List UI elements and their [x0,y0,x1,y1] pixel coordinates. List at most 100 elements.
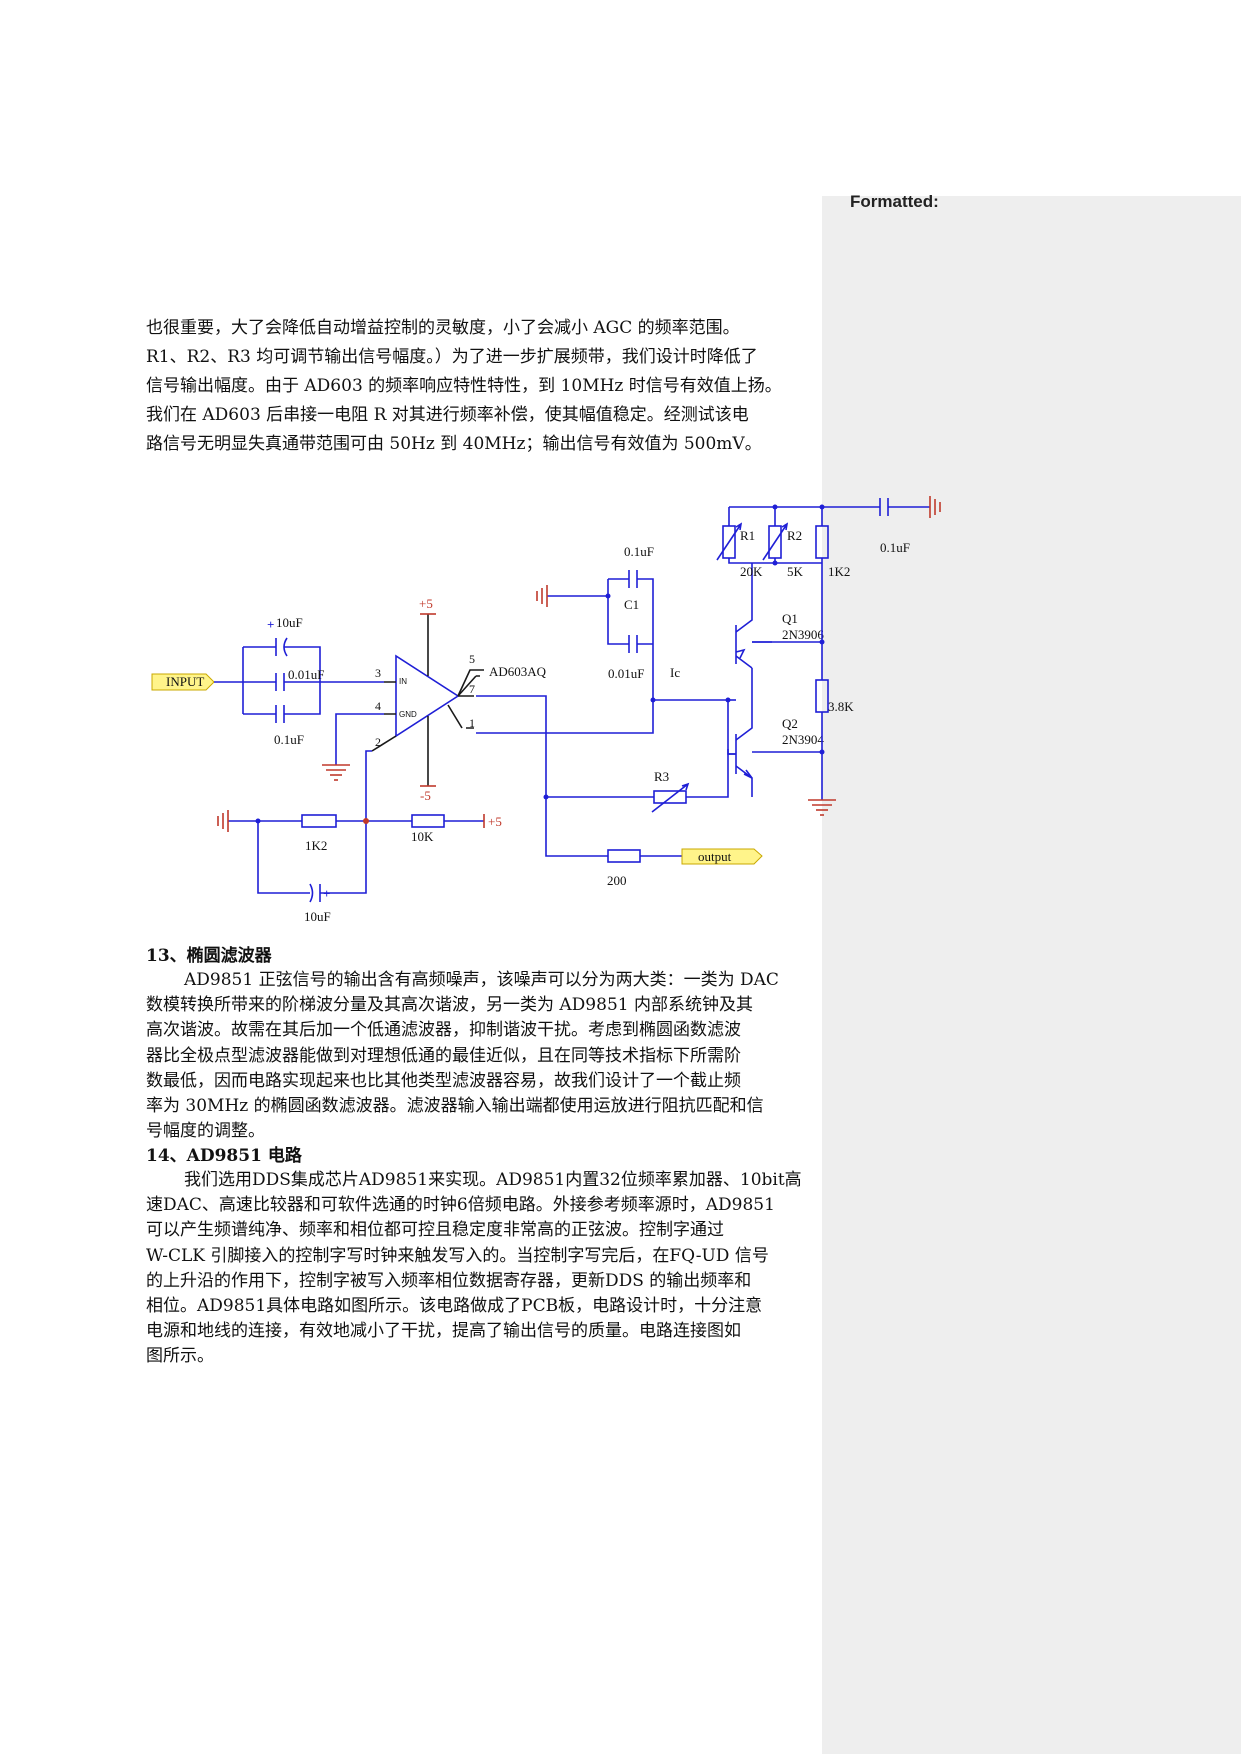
supply-neg-label: -5 [420,788,431,803]
ground-symbol-feedback [217,810,229,832]
q2-name: Q2 [782,716,798,731]
opamp-name: AD603AQ [489,664,547,679]
input-flag [151,673,215,691]
pin1-wires [476,699,728,734]
r-200-label: 200 [607,873,627,888]
pin-4: 4 [375,699,381,713]
resistor-r1 [722,525,736,559]
r2-value: 5K [787,564,804,579]
pin-5: 5 [469,652,475,666]
text-line: 号幅度的调整。 [146,1121,265,1142]
text-line: 我们在 AD603 后串接一电阻 R 对其进行频率补偿，使其幅值稳定。经测试该电 [146,405,749,425]
capacitors-c1 [628,570,638,653]
pin-1: 1 [469,716,475,730]
ground-symbol-right [929,496,941,518]
pin7-output-wires [476,695,682,857]
ground-symbol-q2 [808,799,836,816]
transistor-q1 [728,563,772,701]
junction [819,639,825,645]
junction [772,504,778,510]
resistor-10k [411,814,445,828]
pin-3: 3 [375,666,381,680]
output-flag [681,848,763,865]
text-line: 图所示。 [146,1346,214,1367]
r2-name: R2 [787,528,802,543]
text-line: AD9851 正弦信号的输出含有高频噪声，该噪声可以分为两大类：一类为 DAC [184,970,779,990]
section-13-body: AD9851 正弦信号的输出含有高频噪声，该噪声可以分为两大类：一类为 DAC … [146,968,811,1144]
ground-symbol-left [322,764,350,781]
cap-10uF-label: 10uF [276,615,303,630]
plus-marker: + [267,617,274,632]
junction [772,560,778,566]
resistor-1k2-bottom [301,814,337,828]
input-flag-label: INPUT [166,674,204,689]
junction [819,749,825,755]
cap-10uF-bottom [309,883,321,903]
section-14-title: 14、AD9851 电路 [146,1146,302,1166]
junction [605,593,611,599]
r-10k-label: 10K [411,829,434,844]
text-line: 信号输出幅度。由于 AD603 的频率响应特性特性，到 10MHz 时信号有效值… [146,376,782,396]
comment-pane [822,196,1241,1754]
pin-2: 2 [375,735,381,749]
text-line: 可以产生频谱纯净、频率和相位都可控且稳定度非常高的正弦波。控制字通过 [146,1220,724,1241]
r2-adjust-arrow [762,522,789,561]
plus-marker: + [323,886,330,901]
pin4-ground-wire [335,713,384,765]
text-line: 的上升沿的作用下，控制字被写入频率相位数据寄存器，更新DDS 的输出频率和 [146,1270,752,1291]
cap-001uF-label: 0.01uF [288,667,324,682]
supply-pos-label: +5 [419,596,433,611]
junction [255,818,261,824]
text-line: 率为 30MHz 的椭圆函数滤波器。滤波器输入输出端都使用运放进行阻抗匹配和信 [146,1096,764,1117]
resistor-r3 [653,790,687,804]
cap-01uF-label: 0.1uF [274,732,304,747]
c1-bottom-value: 0.01uF [608,666,644,681]
text-line: 电源和地线的连接，有效地减小了干扰，提高了输出信号的质量。电路连接图如 [146,1321,741,1342]
input-capacitors [275,637,288,723]
junction [363,818,369,824]
section-14-body: 我们选用DDS集成芯片AD9851来实现。AD9851内置32位频率累加器、10… [146,1168,811,1370]
text-line: 高次谐波。故需在其后加一个低通滤波器，抑制谐波干扰。考虑到椭圆函数滤波 [146,1020,741,1041]
r3-wires [546,749,729,798]
text-line: 数模转换所带来的阶梯波分量及其高次谐波，另一类为 AD9851 内部系统钟及其 [146,995,753,1016]
c1-name: C1 [624,597,639,612]
r-1k2-bottom-label: 1K2 [305,838,327,853]
cap-output [879,498,889,516]
section-13-title: 13、椭圆滤波器 [146,946,272,966]
opamp-pins [371,614,480,786]
r1-adjust-arrow [716,522,743,561]
r3-adjust-arrow [651,782,690,813]
text-line: W-CLK 引脚接入的控制字写时钟来触发写入的。当控制字写完后，在FQ-UD 信… [146,1245,769,1266]
text-line: R1、R2、R3 均可调节输出信号幅度。）为了进一步扩展频带，我们设计时降低了 [146,347,758,367]
ground-symbol-c1 [536,585,548,607]
q1-name: Q1 [782,611,798,626]
opamp-symbol [395,654,460,738]
comment-pane-title: Formatted: [850,192,939,211]
r3-label: R3 [654,769,669,784]
c1-top-value: 0.1uF [624,544,654,559]
resistor-r2 [768,525,782,559]
cap-10uF-bottom-label: 10uF [304,909,331,924]
top-resistor-wires [728,506,880,800]
text-line: 我们选用DDS集成芯片AD9851来实现。AD9851内置32位频率累加器、10… [184,1170,802,1190]
ic-label: Ic [670,665,680,680]
resistor-3k8 [815,679,829,713]
pin-7: 7 [469,682,475,696]
r1-value: 20K [740,564,763,579]
text-line: 相位。AD9851具体电路如图所示。该电路做成了PCB板，电路设计时，十分注意 [146,1296,763,1317]
r-3k8-label: 3.8K [828,699,854,714]
r1-name: R1 [740,528,755,543]
text-line: 器比全极点型滤波器能做到对理想低通的最佳近似，且在同等技术指标下所需阶 [146,1045,741,1066]
junction [819,504,825,510]
input-wires [214,646,384,715]
feedback-wires [228,750,484,894]
supply-pos-right-label: +5 [488,814,502,829]
resistor-1k2-top [815,525,829,559]
r-1k2-top-label: 1K2 [828,564,850,579]
text-line: 数最低，因而电路实现起来也比其他类型滤波器容易，故我们设计了一个截止频 [146,1070,741,1091]
pin5-line [457,669,484,697]
opamp-gnd-label: GND [399,710,417,719]
intro-paragraph: 也很重要，大了会降低自动增益控制的灵敏度，小了会减小 AGC 的频率范围。 R1… [146,314,811,459]
q1-part: 2N3906 [782,627,824,642]
